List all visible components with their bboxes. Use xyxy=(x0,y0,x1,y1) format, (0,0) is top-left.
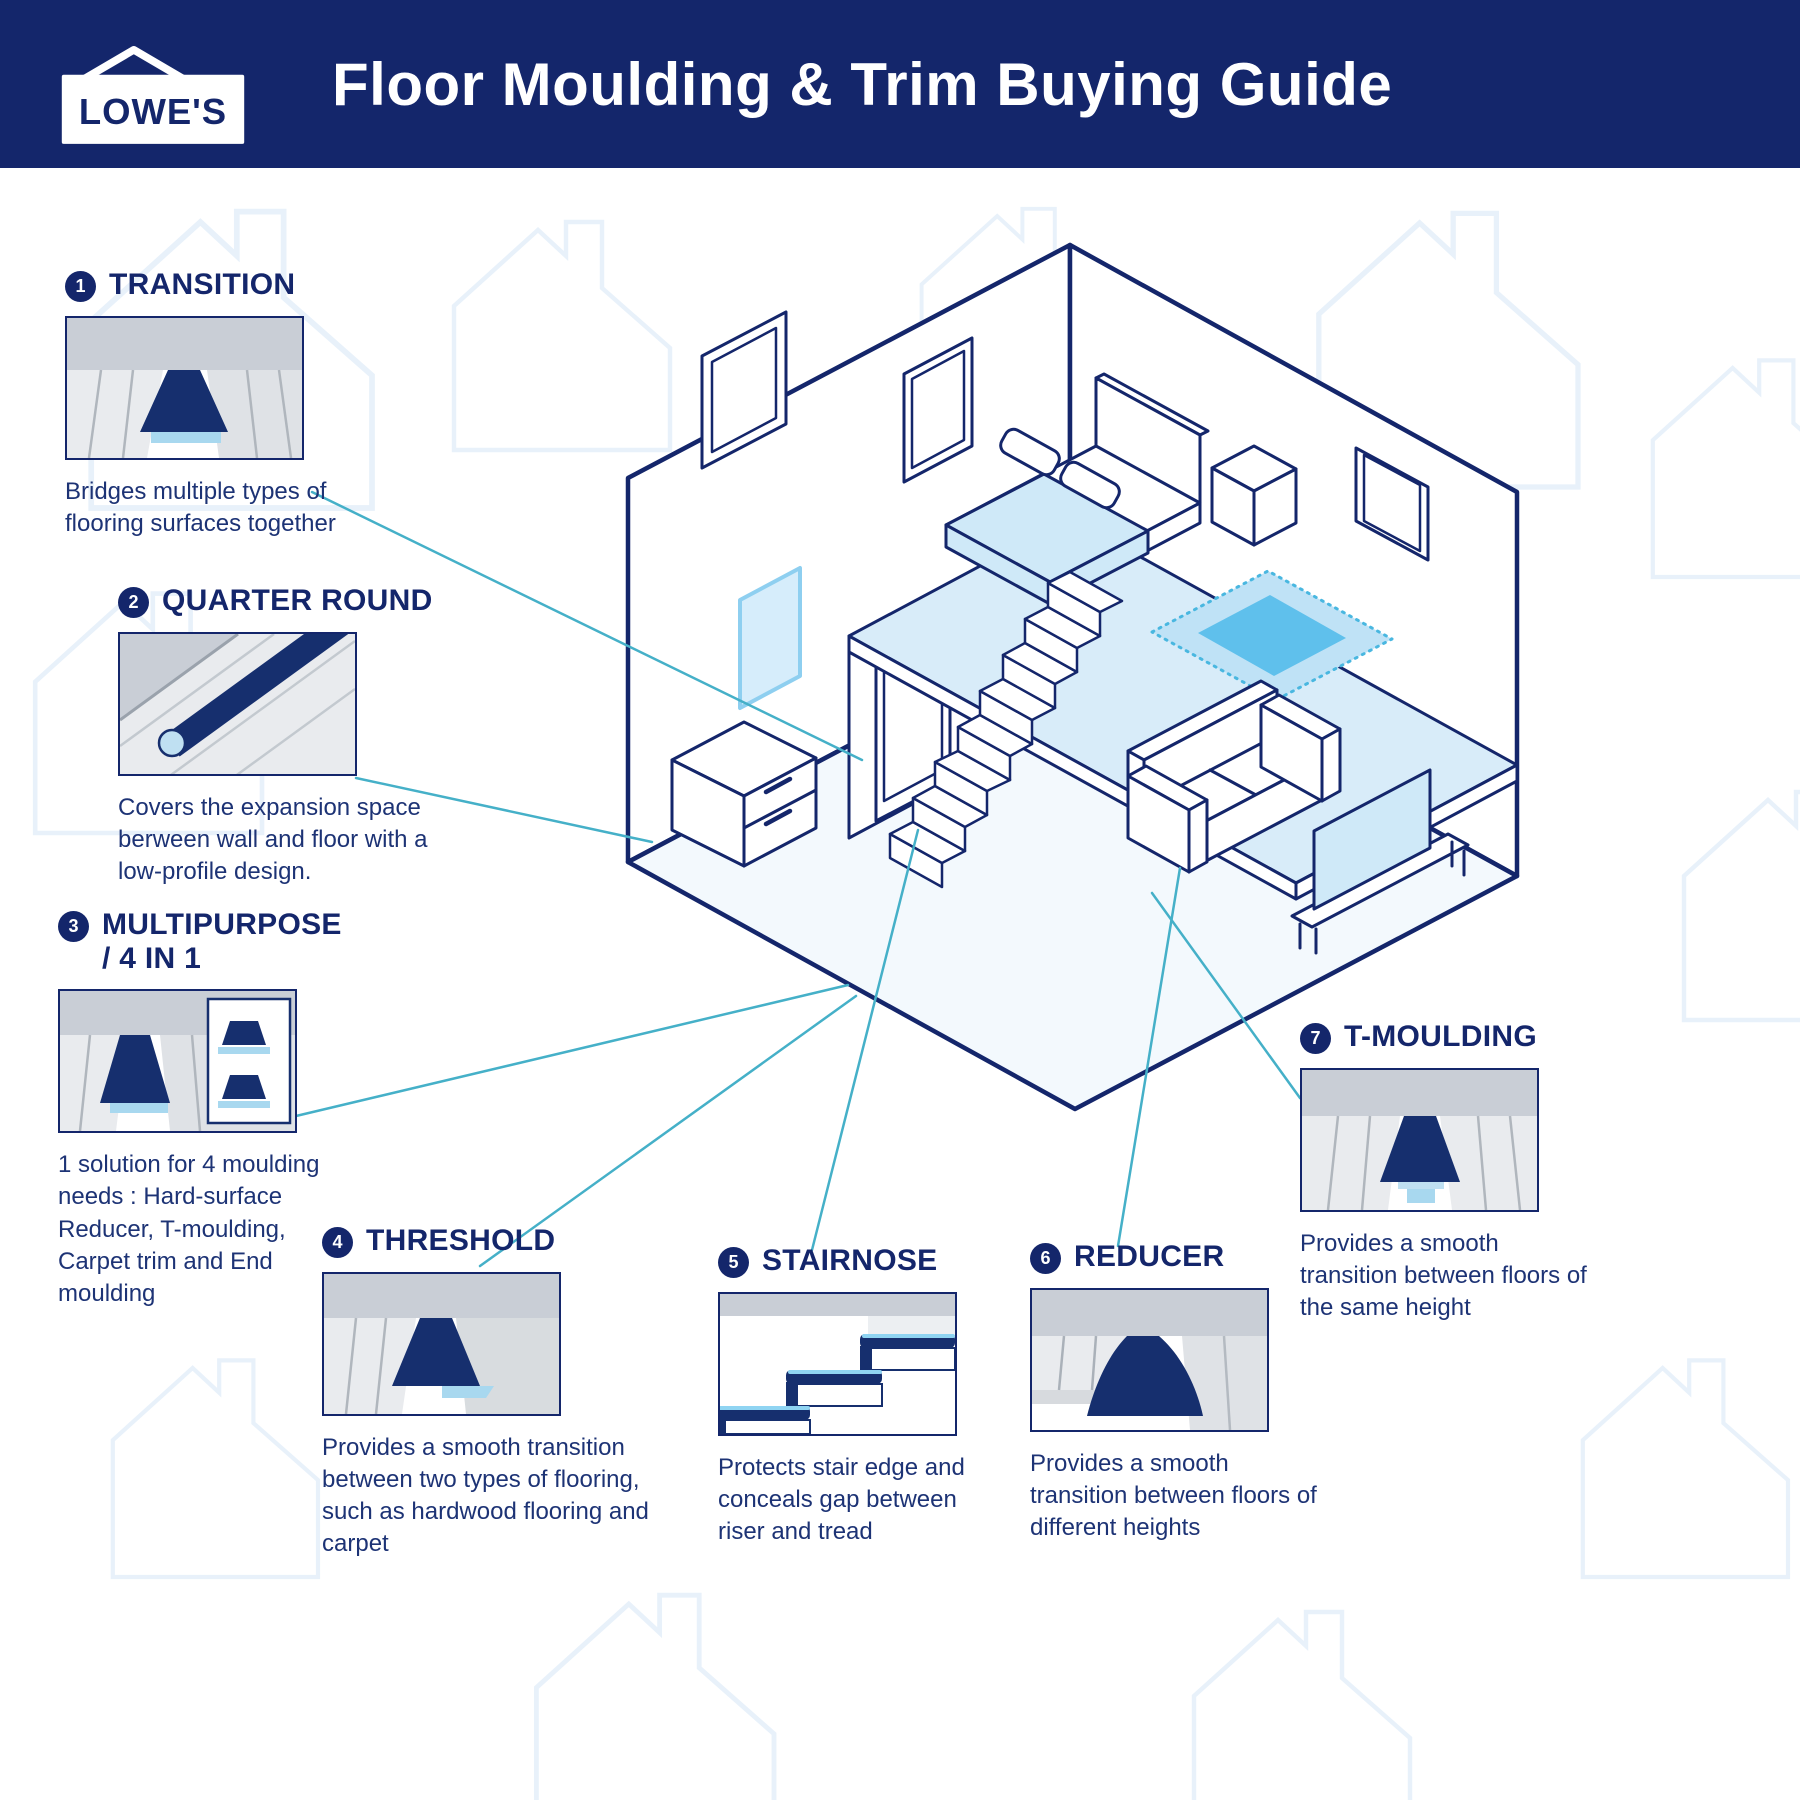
connector-multipurpose xyxy=(294,983,850,1118)
picture-frame xyxy=(1354,446,1430,562)
callout-t-moulding: 7 T-MOULDING Provides a smooth transitio… xyxy=(1300,1020,1590,1324)
window xyxy=(700,310,974,484)
callout-number-badge: 2 xyxy=(118,587,149,618)
logo-roof-icon xyxy=(76,46,192,86)
transition-diagram xyxy=(65,316,304,460)
callout-description: Bridges multiple types of flooring surfa… xyxy=(65,478,336,538)
connector-t-moulding xyxy=(1150,891,1302,1100)
header: LOWE'S Floor Moulding & Trim Buying Guid… xyxy=(0,0,1800,168)
callout-number-badge: 7 xyxy=(1300,1023,1331,1054)
connector-transition xyxy=(310,490,864,762)
stairnose-diagram xyxy=(718,1292,957,1436)
callout-number-badge: 4 xyxy=(322,1227,353,1258)
sofa xyxy=(1126,679,1342,874)
callout-title: QUARTER ROUND xyxy=(162,584,433,617)
callout-reducer: 6 REDUCER Provides a smooth transition b… xyxy=(1030,1240,1330,1544)
connector-stairnose xyxy=(810,828,920,1252)
callout-number-badge: 3 xyxy=(58,911,89,942)
callout-stairnose: 5 STAIRNOSE Protects stair edge and conc… xyxy=(718,1244,998,1548)
callout-title: THRESHOLD xyxy=(366,1224,556,1257)
multipurpose-diagram xyxy=(58,989,297,1134)
callout-description: 1 solution for 4 moulding needs : Hard-s… xyxy=(58,1151,320,1307)
callout-title: TRANSITION xyxy=(109,268,296,301)
callout-title-line2: / 4 IN 1 xyxy=(102,941,202,975)
callout-quarter-round: 2 QUARTER ROUND Covers the expansion spa… xyxy=(118,584,438,888)
page-title: Floor Moulding & Trim Buying Guide xyxy=(332,50,1393,118)
reducer-diagram xyxy=(1030,1288,1269,1432)
tv-and-stand xyxy=(1290,768,1470,955)
callout-description: Protects stair edge and conceals gap bet… xyxy=(718,1454,965,1546)
callout-description: Provides a smooth transition between flo… xyxy=(1300,1230,1587,1322)
callout-title: MULTIPURPOSE xyxy=(102,908,342,941)
quarter-round-diagram xyxy=(118,632,357,776)
connector-quarter-round xyxy=(354,776,654,844)
callout-multipurpose: 3 MULTIPURPOSE / 4 IN 1 1 solution for 4… xyxy=(58,908,343,1310)
callout-number-badge: 6 xyxy=(1030,1243,1061,1274)
bed xyxy=(944,372,1210,606)
callout-description: Provides a smooth transition between flo… xyxy=(1030,1450,1317,1542)
t-moulding-diagram xyxy=(1300,1068,1539,1212)
callout-number-badge: 5 xyxy=(718,1247,749,1278)
storage-box xyxy=(1210,444,1298,547)
connector-lines xyxy=(294,490,1302,1268)
house-cutaway-illustration xyxy=(625,242,1520,1112)
connector-threshold xyxy=(478,994,858,1268)
callout-transition: 1 TRANSITION Bridges multiple types of f… xyxy=(65,268,345,540)
rug xyxy=(1150,569,1394,702)
connector-reducer xyxy=(1116,866,1182,1248)
callout-number-badge: 1 xyxy=(65,271,96,302)
lowes-logo: LOWE'S xyxy=(57,38,249,150)
staircase xyxy=(888,570,1124,889)
callout-threshold: 4 THRESHOLD Provides a smooth transition… xyxy=(322,1224,662,1561)
dresser xyxy=(670,720,818,868)
callout-description: Provides a smooth transition between two… xyxy=(322,1434,649,1558)
logo-text: LOWE'S xyxy=(79,91,227,132)
callout-title: STAIRNOSE xyxy=(762,1244,938,1277)
callout-title: T-MOULDING xyxy=(1344,1020,1537,1053)
wall-picture xyxy=(738,566,802,710)
callout-title: REDUCER xyxy=(1074,1240,1225,1273)
threshold-diagram xyxy=(322,1272,561,1416)
callout-description: Covers the expansion space berween wall … xyxy=(118,794,428,886)
